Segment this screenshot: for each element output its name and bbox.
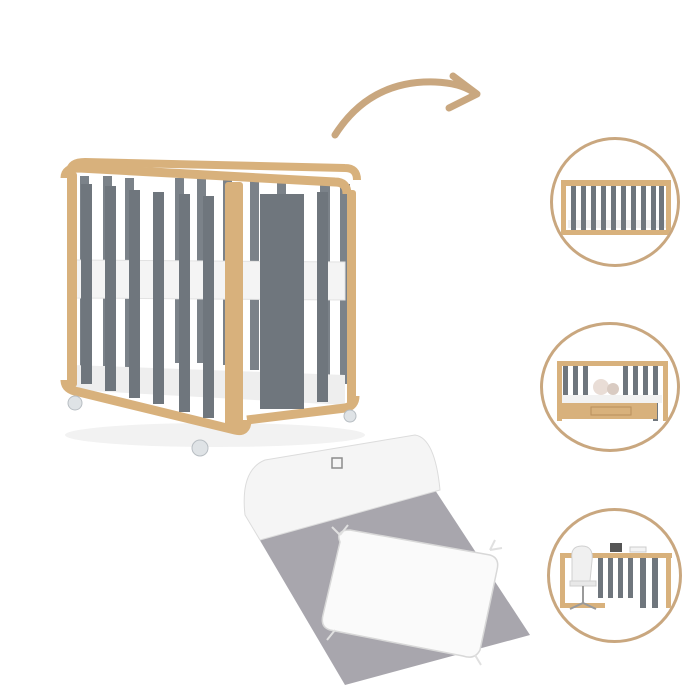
- cot-bed-icon: [550, 137, 680, 267]
- main-crib-image: [60, 157, 365, 457]
- junior-bed-sofa-icon: [540, 322, 680, 452]
- curved-arrow-right-icon: [331, 72, 481, 139]
- bedding-set-image: [243, 434, 530, 685]
- desk-icon: [547, 508, 682, 643]
